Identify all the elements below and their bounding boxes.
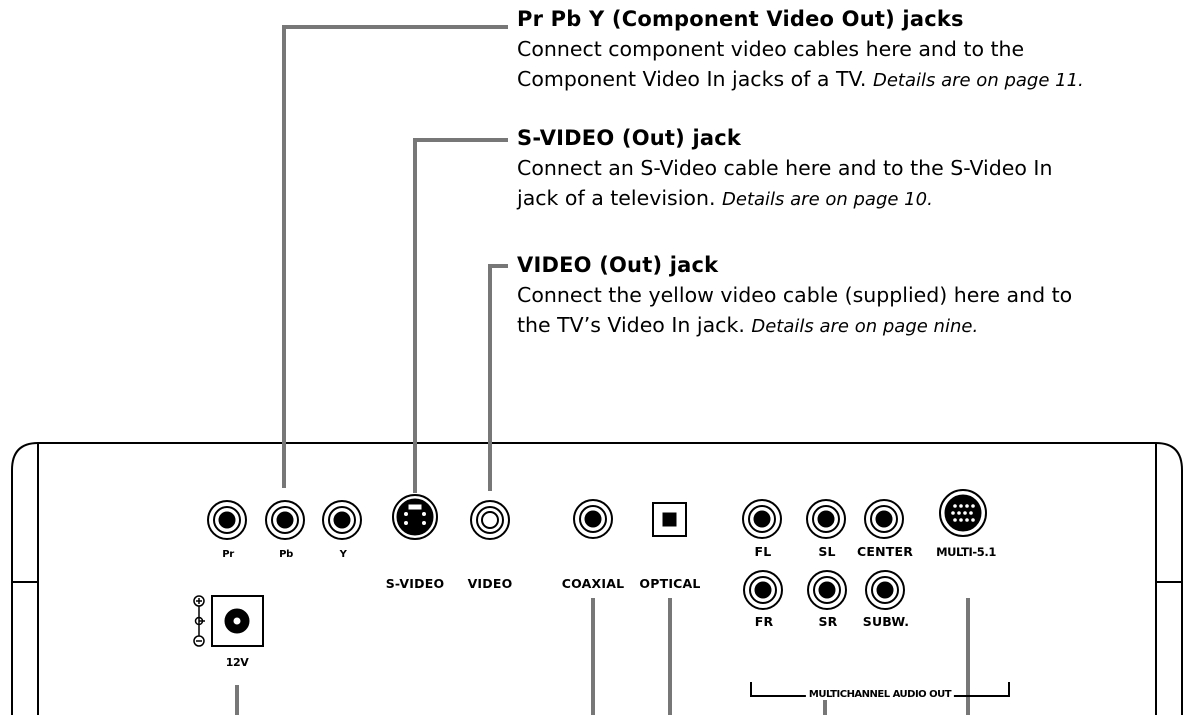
jack-fr [743,570,783,610]
callout-page-ref: Details are on page 10. [722,189,933,210]
label-fr: FR [754,614,774,629]
label-sr: SR [818,614,838,629]
callout-svideo: S-VIDEO (Out) jack Connect an S-Video ca… [517,123,1052,215]
callout-component: Pr Pb Y (Component Video Out) jacks Conn… [517,4,1084,96]
label-multichannel-audio-out: MULTICHANNEL AUDIO OUT [805,689,955,700]
jack-subw [865,570,905,610]
jack-y [322,500,362,540]
callout-line: Connect the yellow video cable (supplied… [517,283,1073,307]
callout-title: VIDEO (Out) jack [517,253,719,277]
polarity-icon [193,595,205,647]
label-fl: FL [754,544,772,559]
callout-page-ref: Details are on page 11. [872,70,1084,91]
jack-multi51 [939,489,987,537]
callout-line: the TV’s Video In jack. [517,313,745,337]
panel-outline [11,442,1183,715]
label-y: Y [339,549,347,560]
jack-pr [207,500,247,540]
callout-line: Component Video In jacks of a TV. [517,67,867,91]
label-12v: 12V [225,656,249,669]
panel-left-flap [12,443,39,715]
callout-title: S-VIDEO (Out) jack [517,126,742,150]
callout-title: Pr Pb Y (Component Video Out) jacks [517,7,964,31]
label-svideo: S-VIDEO [385,576,445,591]
callout-line: Connect an S-Video cable here and to the… [517,156,1053,180]
label-multi51: MULTI-5.1 [936,545,996,559]
jack-sr [807,570,847,610]
label-subw: SUBW. [862,614,910,629]
callout-line: jack of a television. [517,186,716,210]
leader-video [488,264,508,491]
callout-video: VIDEO (Out) jack Connect the yellow vide… [517,250,1072,342]
jack-center [864,499,904,539]
label-center: CENTER [856,544,914,559]
jack-fl [742,499,782,539]
callout-page-ref: Details are on page nine. [751,316,979,337]
jack-video [470,500,510,540]
leader-svideo [413,138,508,493]
label-video: VIDEO [467,576,513,591]
label-pr: Pr [222,549,234,560]
jack-svideo [392,494,438,540]
jack-sl [806,499,846,539]
jack-pb [265,500,305,540]
label-pb: Pb [279,549,293,560]
jack-optical [652,502,687,537]
jack-power [211,595,264,647]
jack-coaxial [573,499,613,539]
label-coaxial: COAXIAL [561,576,625,591]
panel-right-flap [1155,443,1182,715]
label-sl: SL [818,544,836,559]
callout-line: Connect component video cables here and … [517,37,1025,61]
label-optical: OPTICAL [639,576,701,591]
leader-component [282,25,508,488]
